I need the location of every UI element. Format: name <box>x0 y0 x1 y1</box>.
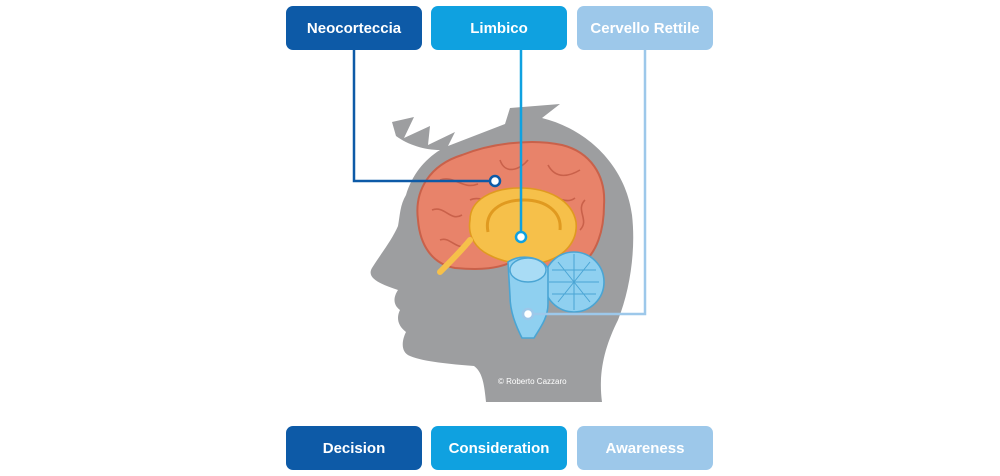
label-reptilian-brain[interactable]: Cervello Rettile <box>577 6 713 50</box>
dot-neocortex <box>488 174 502 188</box>
limbic-tail <box>437 237 473 275</box>
connector-reptilian <box>528 48 647 316</box>
label-limbic[interactable]: Limbico <box>431 6 567 50</box>
connector-neocortex <box>352 48 495 183</box>
dot-reptilian <box>521 307 535 321</box>
copyright-credit: © Roberto Cazzaro <box>498 377 567 386</box>
label-neocortex[interactable]: Neocorteccia <box>286 6 422 50</box>
label-awareness[interactable]: Awareness <box>577 426 713 470</box>
label-decision[interactable]: Decision <box>286 426 422 470</box>
label-consideration[interactable]: Consideration <box>431 426 567 470</box>
cerebellum-folds <box>549 254 599 310</box>
dot-limbic <box>514 230 528 244</box>
pons <box>509 257 547 283</box>
fornix-curve <box>485 198 562 233</box>
